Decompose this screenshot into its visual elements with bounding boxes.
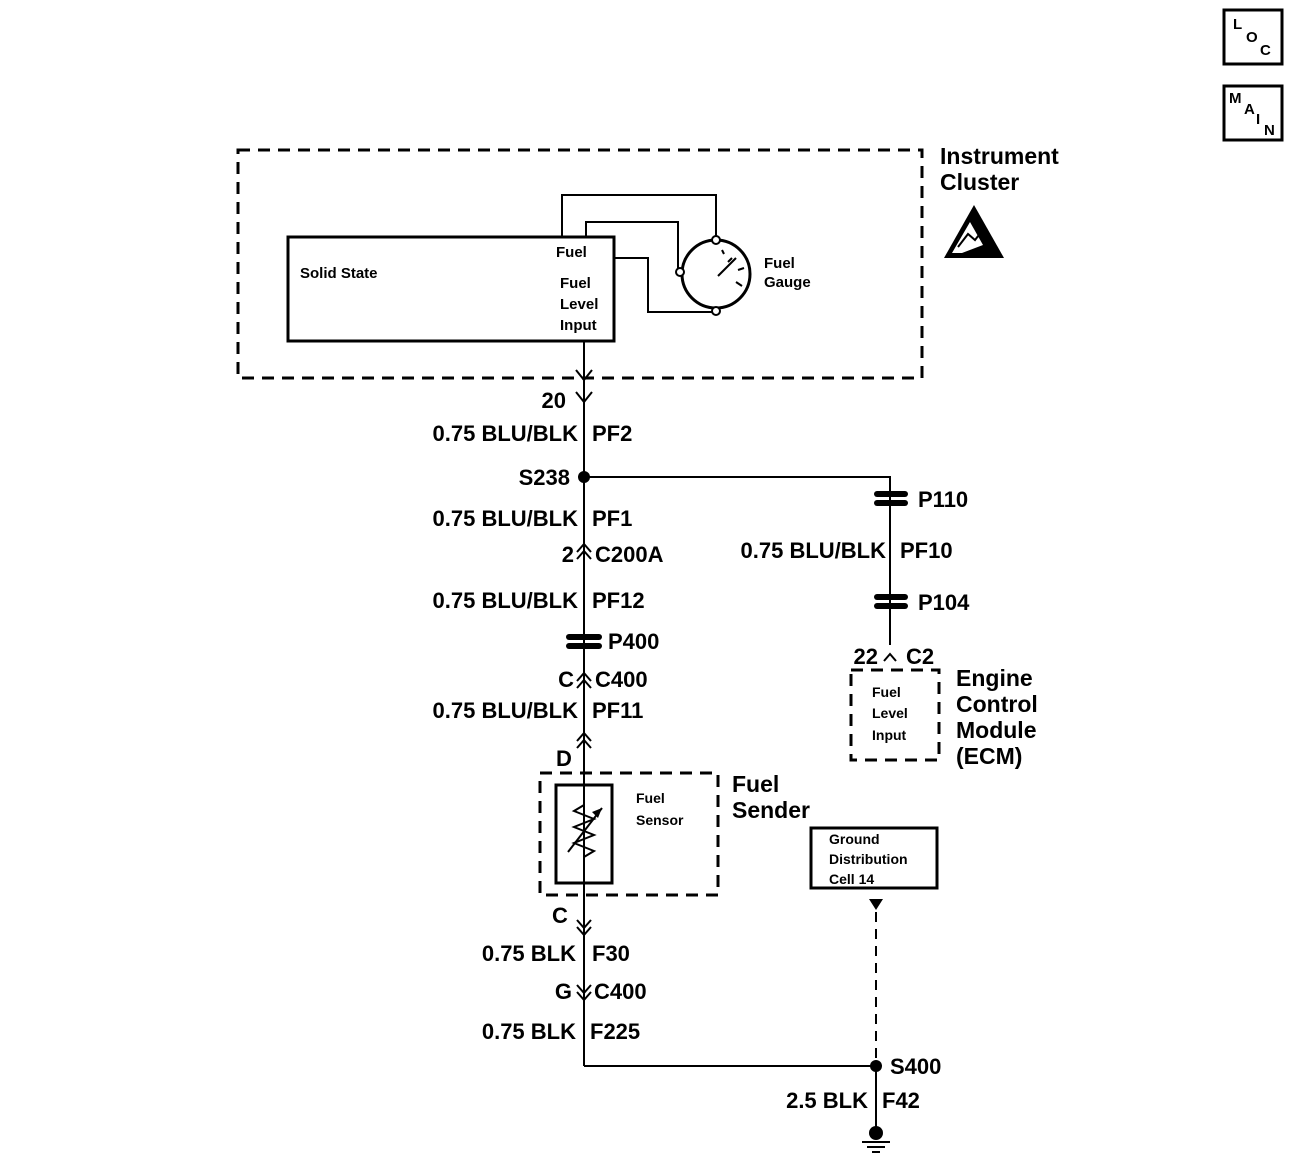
circuit-pf1-label: PF1 (592, 506, 632, 531)
ecm-input-line3: Input (872, 727, 907, 743)
solid-state-fuel-label: Fuel (556, 244, 587, 261)
ground-arrow-icon (869, 899, 883, 910)
gauge-wire-top (561, 194, 717, 237)
p104-passthrough (874, 594, 908, 609)
ecm-title-line4: (ECM) (956, 743, 1022, 769)
fuel-level-input-line1: Fuel (560, 275, 591, 292)
wire-f42-label: 2.5 BLK (786, 1088, 868, 1113)
main-letter-a: A (1244, 101, 1255, 118)
ecm-branch-wire (584, 476, 891, 645)
c400-g-connector (576, 984, 592, 1002)
splice-s238-label: S238 (519, 465, 570, 490)
fuel-sensor-label-line1: Fuel (636, 790, 665, 806)
c400-g-label: C400 (594, 979, 647, 1004)
ground-symbol-icon (862, 1126, 890, 1153)
circuit-pf11-label: PF11 (592, 698, 643, 723)
c200a-connector (576, 542, 592, 560)
circuit-f42-label: F42 (882, 1088, 920, 1113)
fuel-sender-title-line2: Sender (732, 797, 810, 823)
ground-box-line3: Cell 14 (829, 871, 874, 887)
wire-pf1-label: 0.75 BLU/BLK (433, 506, 579, 531)
sender-connector-c (576, 919, 592, 937)
splice-s400-label: S400 (890, 1054, 941, 1079)
gauge-wire-bottom (614, 257, 716, 313)
ground-distribution-link[interactable]: Ground Distribution Cell 14 (809, 826, 939, 890)
fuel-sender-boundary (538, 771, 720, 897)
pin-d-label: D (556, 746, 572, 771)
fuel-gauge-label-line1: Fuel (764, 255, 795, 272)
main-letter-m: M (1229, 90, 1242, 107)
pin-c-label: C (552, 903, 568, 928)
circuit-f225-label: F225 (590, 1019, 640, 1044)
loc-letter-l: L (1233, 16, 1242, 33)
fuel-level-input-line3: Input (560, 317, 597, 334)
wire-pf2-label: 0.75 BLU/BLK (433, 421, 579, 446)
solid-state-label: Solid State (300, 265, 378, 282)
ecm-boundary (849, 668, 941, 762)
pin-20-connector (575, 391, 593, 404)
fuel-level-input-line2: Level (560, 296, 598, 313)
fuel-gauge-icon (675, 235, 752, 316)
main-letter-n: N (1264, 122, 1275, 139)
circuit-pf12-label: PF12 (592, 588, 645, 613)
wire-f225-label: 0.75 BLK (482, 1019, 576, 1044)
loc-letter-o: O (1246, 29, 1258, 46)
c400-pin-label: C (558, 667, 574, 692)
p400-label: P400 (608, 629, 659, 654)
p110-label: P110 (918, 487, 968, 512)
ecm-input-line2: Level (872, 705, 908, 721)
c200a-pin-label: 2 (562, 542, 574, 567)
circuit-pf2-label: PF2 (592, 421, 632, 446)
fuel-sensor-resistor-icon (567, 785, 603, 883)
connector-c2-label: C2 (906, 644, 934, 669)
ground-box-line1: Ground (829, 831, 880, 847)
sender-connector-d (576, 731, 592, 749)
wire-pf10-label: 0.75 BLU/BLK (741, 538, 887, 563)
c200a-label: C200A (595, 542, 664, 567)
p110-passthrough (874, 491, 908, 506)
solid-state-module (286, 235, 616, 343)
pin-20-label: 20 (542, 388, 566, 413)
c400-g-pin-label: G (555, 979, 572, 1004)
fuel-sender-title-line1: Fuel (732, 771, 779, 797)
cluster-connector-arrow (575, 369, 593, 382)
loc-button[interactable]: L O C (1222, 8, 1284, 66)
pin-22-label: 22 (854, 644, 878, 669)
ground-box-line2: Distribution (829, 851, 908, 867)
c400-connector (576, 671, 592, 689)
ecm-title-line3: Module (956, 717, 1037, 743)
instrument-cluster-boundary (236, 148, 924, 380)
instrument-cluster-title-line1: Instrument (940, 143, 1059, 169)
wire-f30-label: 0.75 BLK (482, 941, 576, 966)
ecm-input-line1: Fuel (872, 684, 901, 700)
ecm-title-line2: Control (956, 691, 1038, 717)
loc-letter-c: C (1260, 42, 1271, 59)
wire-pf12-label: 0.75 BLU/BLK (433, 588, 579, 613)
ecm-title-line1: Engine (956, 665, 1033, 691)
instrument-cluster-title-line2: Cluster (940, 169, 1019, 195)
wire-pf11-label: 0.75 BLU/BLK (433, 698, 579, 723)
gauge-wire-left (585, 221, 679, 270)
circuit-pf10-label: PF10 (900, 538, 953, 563)
esd-warning-icon (944, 205, 1004, 258)
fuel-sensor-label-line2: Sensor (636, 812, 684, 828)
main-button[interactable]: M A I N (1222, 84, 1284, 142)
ecm-connector-c2 (883, 652, 897, 662)
fuel-gauge-label-line2: Gauge (764, 274, 811, 291)
p104-label: P104 (918, 590, 970, 615)
p400-passthrough (566, 634, 602, 649)
main-letter-i: I (1256, 111, 1260, 128)
circuit-f30-label: F30 (592, 941, 630, 966)
c400-label: C400 (595, 667, 648, 692)
